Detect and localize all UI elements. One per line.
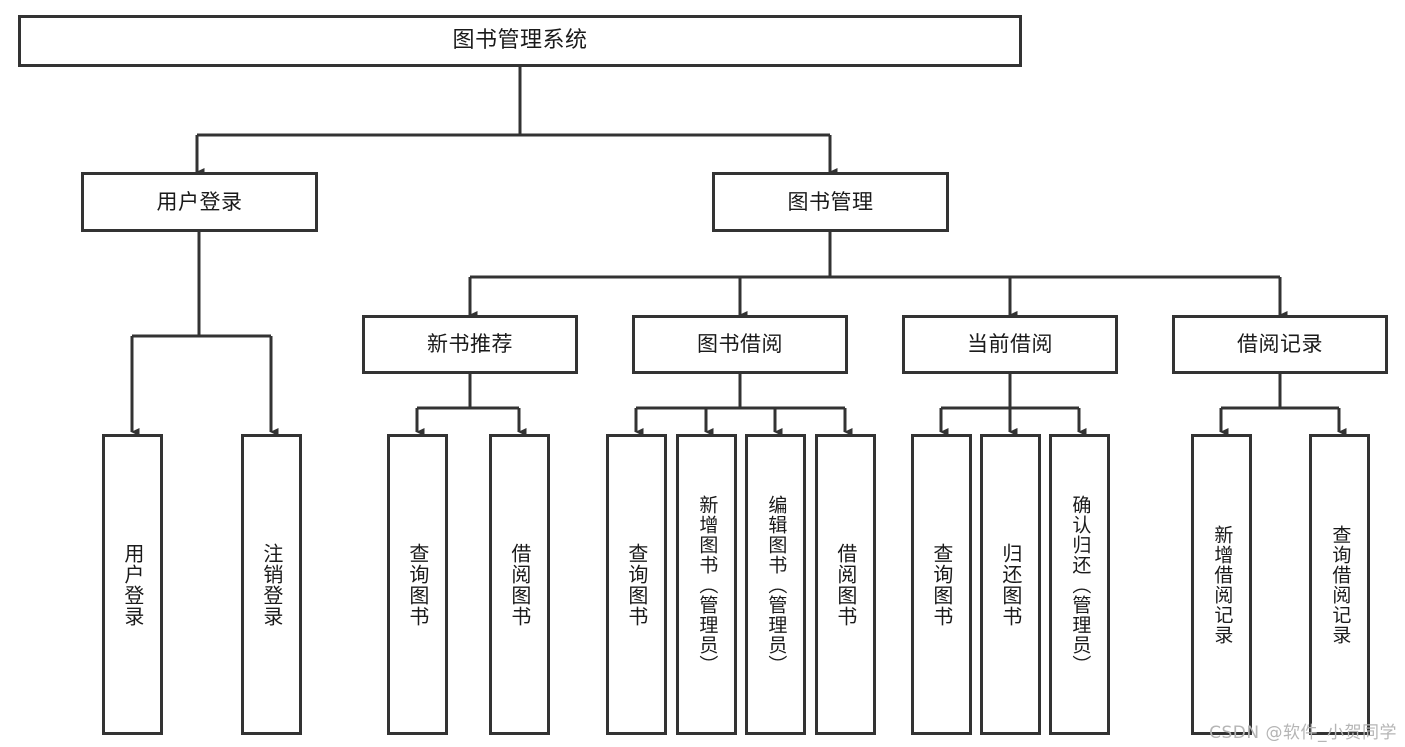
node-leaf-edit-book[interactable]: 编辑图书（管理员）	[745, 434, 806, 735]
node-leaf-borrow-book-2[interactable]: 借阅图书	[815, 434, 876, 735]
csdn-watermark: CSDN @软件_小贺同学	[1209, 723, 1397, 743]
node-borrow-record-label: 借阅记录	[1237, 332, 1323, 357]
node-leaf-query-book-2[interactable]: 查询图书	[606, 434, 667, 735]
node-leaf-user-login-label: 用户登录	[120, 542, 145, 627]
node-leaf-return-book-label: 归还图书	[998, 542, 1023, 627]
node-leaf-confirm-return-label: 确认归还（管理员）	[1069, 494, 1092, 675]
node-book-manage[interactable]: 图书管理	[712, 172, 949, 232]
node-leaf-add-borrow-record-label: 新增借阅记录	[1211, 524, 1234, 645]
node-leaf-add-book[interactable]: 新增图书（管理员）	[676, 434, 737, 735]
node-leaf-logout-label: 注销登录	[259, 542, 284, 627]
node-root-label: 图书管理系统	[452, 28, 588, 54]
node-leaf-logout[interactable]: 注销登录	[241, 434, 302, 735]
node-leaf-borrow-book-1-label: 借阅图书	[507, 542, 532, 627]
node-book-manage-label: 图书管理	[787, 189, 874, 214]
node-new-book-recommend-label: 新书推荐	[427, 332, 513, 357]
node-leaf-borrow-book-1[interactable]: 借阅图书	[489, 434, 550, 735]
node-book-borrow-label: 图书借阅	[697, 332, 783, 357]
node-leaf-edit-book-label: 编辑图书（管理员）	[765, 494, 788, 675]
node-leaf-return-book[interactable]: 归还图书	[980, 434, 1041, 735]
node-leaf-borrow-book-2-label: 借阅图书	[833, 542, 858, 627]
node-leaf-user-login[interactable]: 用户登录	[102, 434, 163, 735]
node-leaf-query-book-3[interactable]: 查询图书	[911, 434, 972, 735]
node-borrow-record[interactable]: 借阅记录	[1172, 315, 1388, 374]
node-leaf-confirm-return[interactable]: 确认归还（管理员）	[1049, 434, 1110, 735]
node-root[interactable]: 图书管理系统	[18, 15, 1022, 67]
node-current-borrow-label: 当前借阅	[967, 332, 1053, 357]
node-leaf-query-book-1-label: 查询图书	[405, 542, 430, 627]
node-leaf-query-book-2-label: 查询图书	[624, 542, 649, 627]
node-leaf-query-borrow-record-label: 查询借阅记录	[1329, 524, 1352, 645]
node-user-login-label: 用户登录	[156, 189, 243, 214]
node-leaf-query-book-3-label: 查询图书	[929, 542, 954, 627]
node-leaf-query-borrow-record[interactable]: 查询借阅记录	[1309, 434, 1370, 735]
node-leaf-query-book-1[interactable]: 查询图书	[387, 434, 448, 735]
node-book-borrow[interactable]: 图书借阅	[632, 315, 848, 374]
node-leaf-add-borrow-record[interactable]: 新增借阅记录	[1191, 434, 1252, 735]
node-leaf-add-book-label: 新增图书（管理员）	[696, 494, 719, 675]
node-new-book-recommend[interactable]: 新书推荐	[362, 315, 578, 374]
node-user-login[interactable]: 用户登录	[81, 172, 318, 232]
node-current-borrow[interactable]: 当前借阅	[902, 315, 1118, 374]
